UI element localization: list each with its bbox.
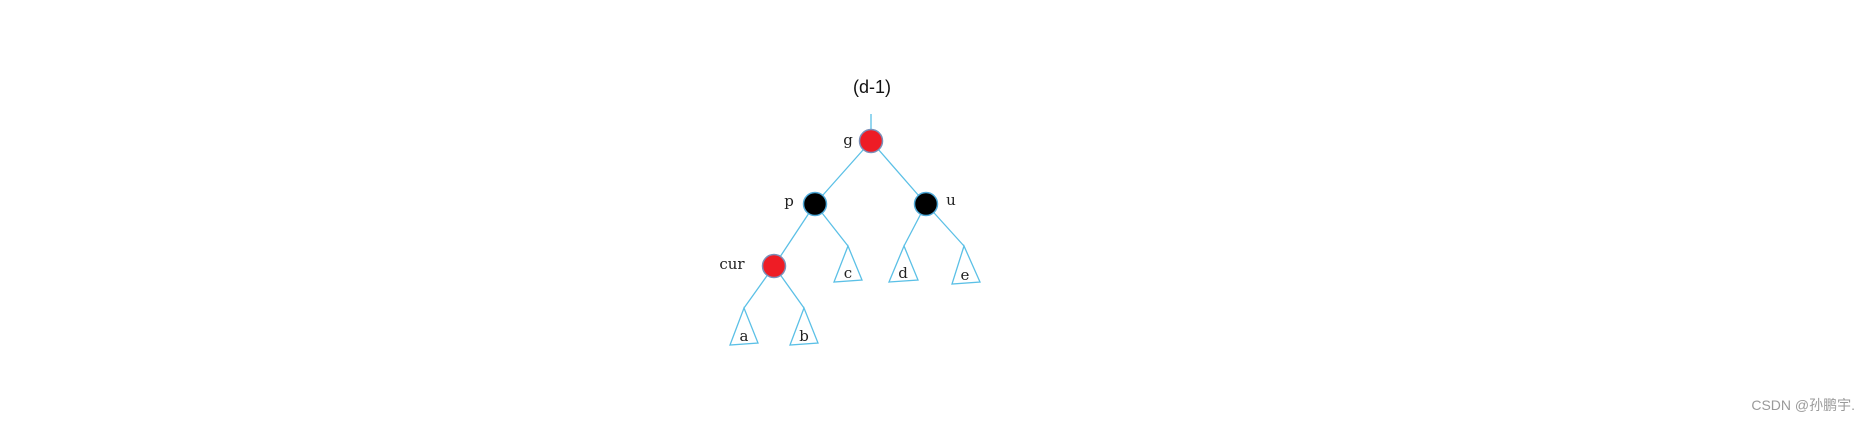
node-cur-label: cur bbox=[719, 255, 745, 273]
subtree-d-label: d bbox=[898, 264, 908, 282]
subtree-e-label: e bbox=[961, 266, 970, 284]
edge-p-to-cur bbox=[773, 203, 816, 267]
subtree-a bbox=[729, 306, 759, 346]
node-p-label: p bbox=[784, 192, 794, 210]
subtree-e bbox=[951, 244, 981, 285]
watermark-text: CSDN @孙鹏宇. bbox=[1751, 397, 1855, 413]
node-u bbox=[913, 191, 939, 217]
subtree-b-label: b bbox=[799, 327, 809, 345]
node-u-label: u bbox=[946, 191, 956, 209]
node-g bbox=[858, 128, 884, 154]
subtree-b bbox=[789, 306, 819, 346]
subtree-c bbox=[833, 244, 863, 283]
edge-g-to-u bbox=[870, 140, 927, 205]
subtree-a-label: a bbox=[740, 327, 749, 345]
node-cur bbox=[761, 253, 787, 279]
node-g-label: g bbox=[843, 131, 853, 149]
subtree-d bbox=[887, 244, 919, 283]
diagram-title: (d-1) bbox=[853, 77, 891, 97]
node-p bbox=[802, 191, 828, 217]
edge-g-to-p bbox=[814, 140, 872, 205]
subtree-c-label: c bbox=[844, 264, 852, 282]
